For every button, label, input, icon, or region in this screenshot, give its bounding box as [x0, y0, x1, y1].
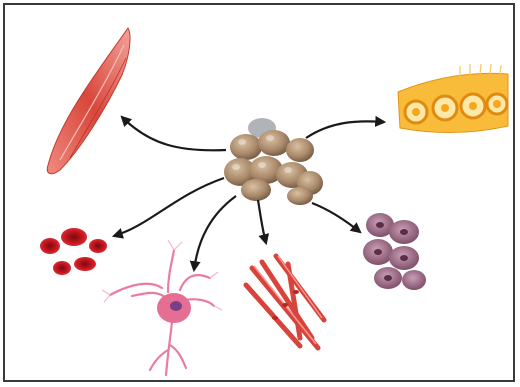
stem-cell-cluster-icon: [224, 118, 323, 205]
intestinal-epithelium-icon: [398, 64, 508, 133]
neuron-icon: [102, 240, 222, 375]
red-blood-cells-icon: [40, 228, 107, 275]
cardiac-cells-icon: [363, 213, 426, 290]
smooth-muscle-fibers-icon: [246, 256, 324, 348]
muscle-cell-icon: [47, 28, 130, 174]
